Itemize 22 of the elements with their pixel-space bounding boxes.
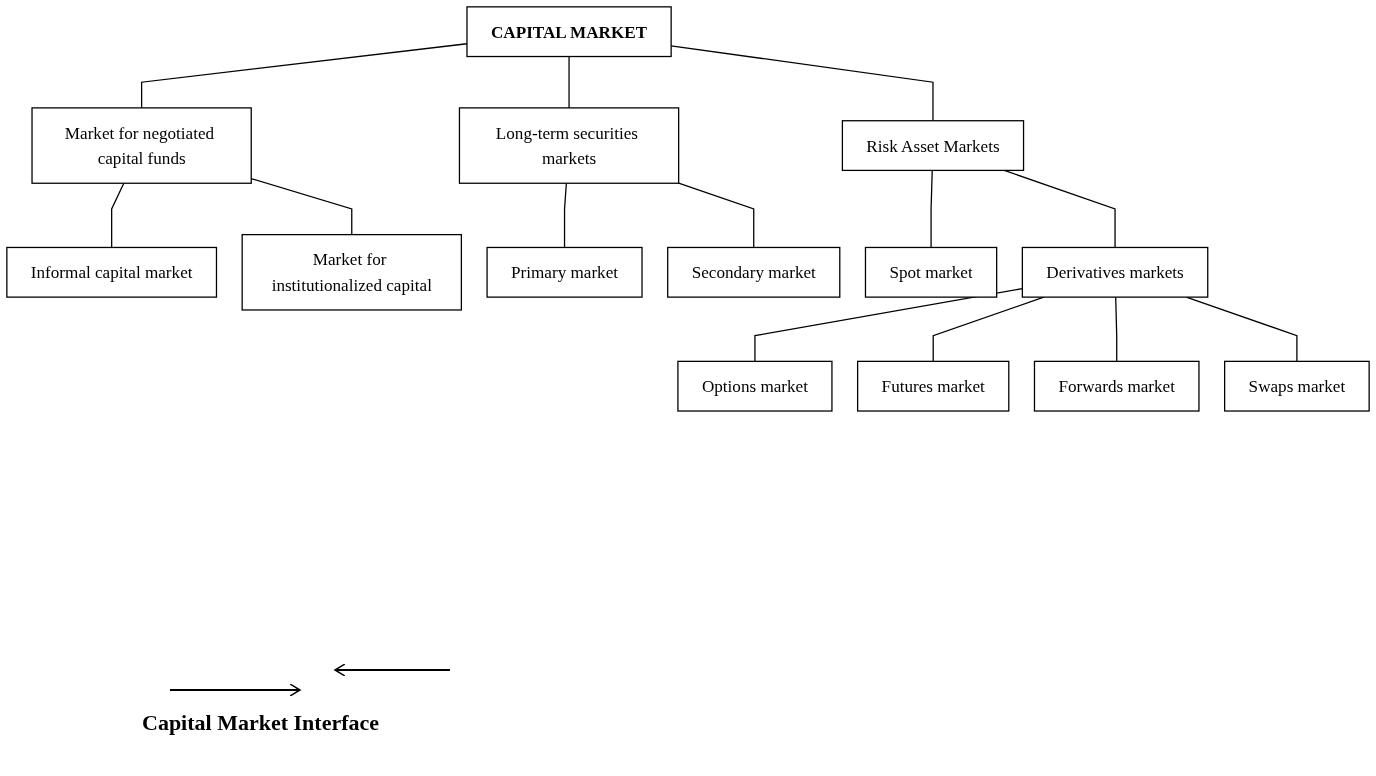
node-box: Market for negotiated capital funds [31,107,252,184]
node-box: CAPITAL MARKET [466,6,672,58]
connector [563,182,567,249]
connector [754,287,1023,362]
node-box: Futures market [857,360,1010,412]
node-box: Informal capital market [6,246,218,298]
node-box: Spot market [864,246,998,298]
node-box: Options market [677,360,833,412]
connector [1115,296,1118,362]
node-box: Derivatives markets [1021,246,1209,298]
connector [678,182,755,249]
connector [568,55,570,109]
node-box: Risk Asset Markets [841,120,1025,172]
caption-text: Capital Market Interface [142,710,380,736]
connector [930,169,933,249]
node-box: Long-term securities markets [458,107,680,184]
node-box: Market for institutionalized capital [241,234,462,311]
connector [111,182,125,249]
node-box: Swaps market [1224,360,1370,412]
node-box: Forwards market [1033,360,1200,412]
node-box: Secondary market [667,246,841,298]
node-box: Primary market [486,246,643,298]
